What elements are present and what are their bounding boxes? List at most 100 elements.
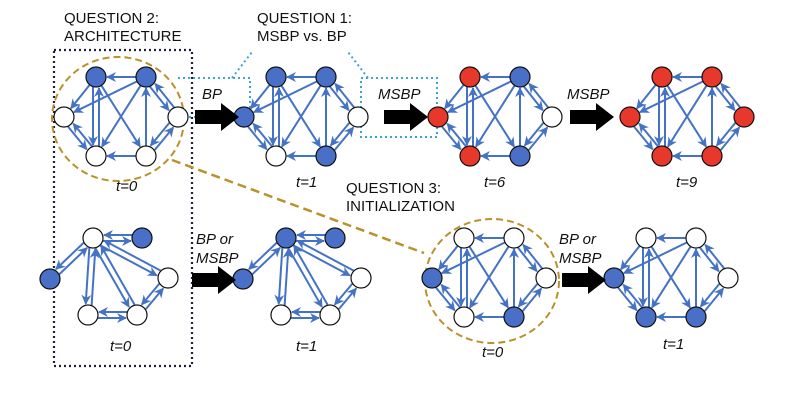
graph-edge xyxy=(293,245,329,306)
graph-edge xyxy=(140,283,161,306)
graph-node-white xyxy=(453,306,475,328)
graph-edge xyxy=(81,247,92,305)
graph-edge xyxy=(282,248,293,306)
graph-edge xyxy=(252,80,318,114)
graph-node-white xyxy=(541,106,563,128)
graph-edge xyxy=(523,122,545,147)
graph-edge xyxy=(699,283,721,308)
graph-bottom-right-t0 xyxy=(421,227,557,328)
graph-node-blue xyxy=(315,66,337,88)
graph-node-red xyxy=(427,106,449,128)
graph-edge xyxy=(99,244,158,277)
time-label-bl-t1: t=1 xyxy=(296,338,318,355)
question-2-label: QUESTION 2: ARCHITECTURE xyxy=(64,10,182,46)
graph-node-red xyxy=(459,66,481,88)
graph-edge xyxy=(149,86,170,112)
time-label-br-t1: t=1 xyxy=(663,336,685,353)
graph-node-white xyxy=(350,267,372,289)
graph-bottom-left-t0 xyxy=(39,227,179,326)
graph-edge xyxy=(720,82,741,108)
graph-edge xyxy=(440,241,506,275)
graph-edge xyxy=(666,84,707,148)
arrow-label-line: MSBP xyxy=(559,250,602,267)
graph-node-red xyxy=(733,106,755,128)
graph-edge xyxy=(620,245,641,271)
architecture-frame xyxy=(52,48,194,368)
graph-node-blue xyxy=(85,66,107,88)
graph-node-blue xyxy=(635,306,657,328)
graph-node-white xyxy=(77,304,99,326)
graph-edge xyxy=(650,245,691,309)
graph-bottom-right-t1 xyxy=(603,227,739,328)
callout-line xyxy=(231,51,253,79)
graph-node-red xyxy=(651,66,673,88)
graph-edge xyxy=(280,84,321,148)
graph-node-white xyxy=(167,106,189,128)
question-3-title: QUESTION 3: xyxy=(346,180,442,197)
graph-edge xyxy=(703,287,725,312)
graph-edge xyxy=(468,245,509,309)
graph-node-blue xyxy=(135,66,157,88)
arrow-label-line: MSBP xyxy=(196,250,239,267)
graph-node-red xyxy=(459,145,481,167)
graph-edge xyxy=(444,84,465,110)
graph-edge xyxy=(446,80,512,114)
graph-edge xyxy=(719,126,741,151)
arrow-label-bp-or-msbp-1: BP or MSBP xyxy=(196,230,239,268)
graph-edge xyxy=(334,82,355,108)
arrow-label-line: BP xyxy=(202,86,223,103)
graph-edge xyxy=(699,247,720,273)
graph-node-white xyxy=(503,227,525,249)
graph-edge xyxy=(67,125,88,151)
graph-top-t1 xyxy=(233,66,369,167)
graph-edge xyxy=(70,84,91,110)
graph-node-blue xyxy=(503,306,525,328)
graph-edge xyxy=(638,80,704,114)
arrow-label-line: MSBP xyxy=(378,86,421,103)
time-label-top-t6: t=6 xyxy=(484,174,506,191)
question-1-subtitle: MSBP vs. BP xyxy=(257,28,347,45)
graph-node-white xyxy=(635,227,657,249)
graph-node-white xyxy=(717,267,739,289)
graph-edge xyxy=(89,248,100,306)
graph-node-blue xyxy=(509,66,531,88)
graph-edge xyxy=(622,241,688,275)
graph-edge xyxy=(522,243,543,269)
graph-node-red xyxy=(701,66,723,88)
question-3-subtitle: INITIALIZATION xyxy=(346,198,455,215)
graph-node-red xyxy=(701,145,723,167)
graph-edge xyxy=(247,125,268,151)
graph-edge xyxy=(333,283,354,306)
graph-edge xyxy=(329,86,350,112)
graph-edge xyxy=(100,245,136,306)
graph-edge xyxy=(337,287,358,310)
graph-node-blue xyxy=(39,268,61,290)
graph-edge xyxy=(149,122,171,147)
graph-node-white xyxy=(135,145,157,167)
graph-node-blue xyxy=(232,268,254,290)
callout-line xyxy=(347,51,369,79)
time-label-br-t0: t=0 xyxy=(482,344,504,361)
graph-top-t0 xyxy=(53,66,189,167)
graph-edge xyxy=(100,84,141,148)
arrow-label-bp-or-msbp-2: BP or MSBP xyxy=(559,230,602,268)
graph-edge xyxy=(251,247,281,275)
arrow-label-line: BP or xyxy=(559,231,596,248)
graph-node-white xyxy=(157,267,179,289)
graph-edge xyxy=(296,239,355,272)
graph-edge xyxy=(435,286,456,312)
graph-node-white xyxy=(270,304,292,326)
graph-node-white xyxy=(453,227,475,249)
graph-node-white xyxy=(265,145,287,167)
big-arrow-bp-or-msbp-1 xyxy=(192,266,236,294)
question-2-title: QUESTION 2: xyxy=(64,10,160,27)
graph-edge xyxy=(329,122,351,147)
arrow-label-msbp-1: MSBP xyxy=(378,85,421,104)
graph-node-blue xyxy=(509,145,531,167)
graph-edge xyxy=(617,286,638,312)
time-label-top-t9: t=9 xyxy=(676,174,698,191)
arrow-label-msbp-2: MSBP xyxy=(567,85,610,104)
graph-edge xyxy=(517,247,538,273)
arrow-label-line: MSBP xyxy=(567,86,610,103)
